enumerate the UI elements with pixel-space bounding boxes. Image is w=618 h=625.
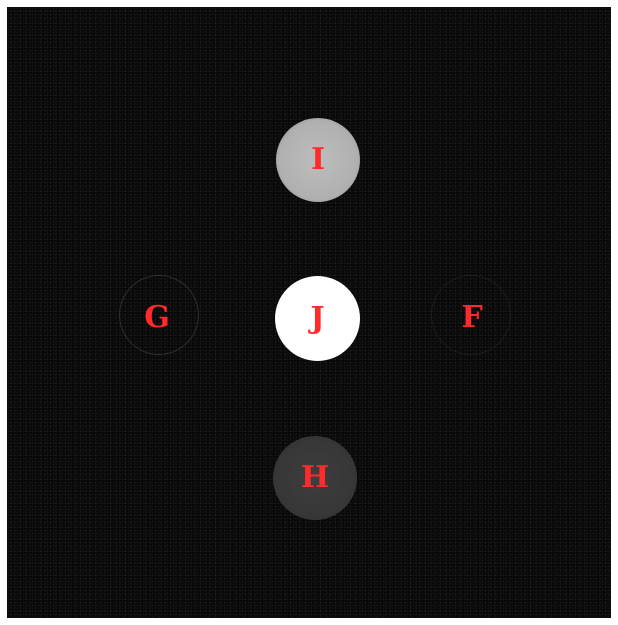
position-label-g: G	[144, 300, 170, 335]
vial-label-i: I	[310, 142, 326, 177]
empty-vial-outline-f	[431, 275, 511, 355]
mri-scan-image: I J H G F	[7, 7, 611, 618]
position-label-f: F	[461, 300, 483, 335]
vial-j: J	[275, 276, 360, 361]
vial-label-j: J	[310, 300, 325, 336]
empty-vial-outline-g	[119, 275, 199, 355]
vial-h: H	[273, 436, 357, 520]
vial-label-h: H	[300, 460, 330, 495]
vial-i: I	[276, 118, 360, 202]
